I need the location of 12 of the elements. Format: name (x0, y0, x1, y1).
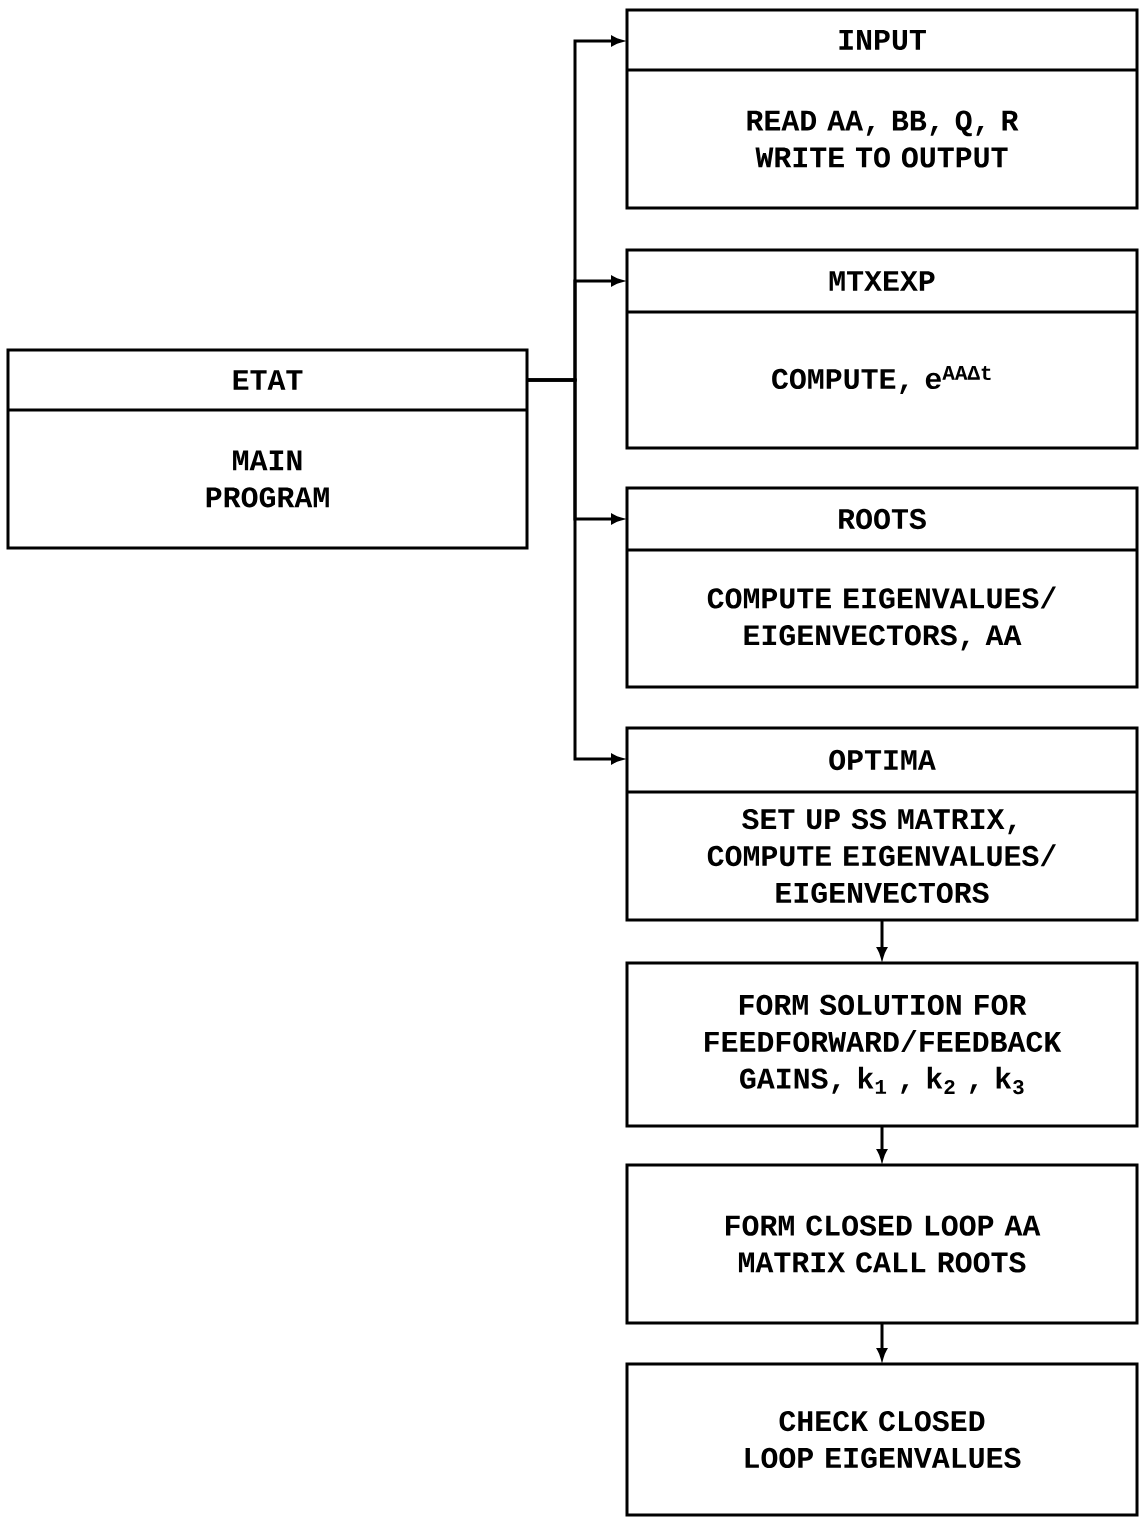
process-box: FORM SOLUTION FOR FEEDFORWARD/FEEDBACK GAINS, k$_{1}$ , k$_{2}$ , k$_{3}$ (625, 961, 1139, 1128)
arrow (877, 1323, 887, 1360)
module-box: INPUT READ AA, BB, Q, R WRITE TO OUTPUT (625, 8, 1139, 210)
module-box: MTXEXP COMPUTE, e$^{AAΔt}$ (625, 248, 1139, 450)
arrow (527, 378, 623, 764)
process-box: FORM CLOSED LOOP AA MATRIX CALL ROOTS (625, 1163, 1139, 1325)
arrow (877, 1126, 887, 1161)
process-box: CHECK CLOSED LOOP EIGENVALUES (625, 1362, 1139, 1517)
module-box: OPTIMA SET UP SS MATRIX, COMPUTE EIGENVALUES/ EIGENVECTORS (625, 726, 1139, 922)
module-box: ETAT MAIN PROGRAM (6, 348, 529, 550)
arrow (877, 920, 887, 959)
module-box: ROOTS COMPUTE EIGENVALUES/ EIGENVECTORS, AA (625, 486, 1139, 689)
